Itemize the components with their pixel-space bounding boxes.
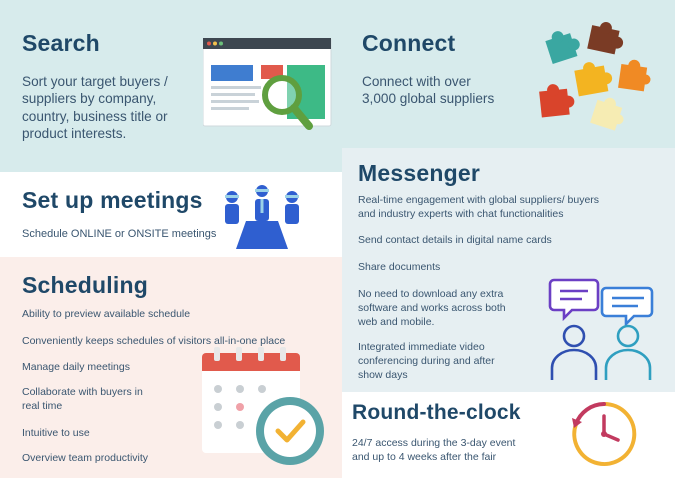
scheduling-item: Intuitive to use (22, 427, 90, 439)
round-clock-title: Round-the-clock (352, 401, 521, 424)
messenger-title: Messenger (358, 160, 480, 186)
connect-panel: Connect Connect with over 3,000 global s… (342, 0, 675, 148)
connect-description: Connect with over 3,000 global suppliers (362, 74, 495, 107)
scheduling-panel: Scheduling Ability to preview available … (0, 257, 342, 478)
chat-users-icon (548, 278, 654, 380)
round-clock-description: 24/7 access during the 3-day event and u… (352, 437, 516, 463)
round-clock-panel: Round-the-clock 24/7 access during the 3… (342, 392, 675, 478)
scheduling-item: Overview team productivity (22, 452, 149, 464)
browser-search-icon (203, 38, 332, 130)
calendar-clock-icon (202, 347, 324, 465)
messenger-panel: Messenger Real-time engagement with glob… (342, 148, 675, 392)
meeting-people-icon (225, 185, 299, 249)
scheduling-title: Scheduling (22, 272, 148, 298)
scheduling-item: Conveniently keeps schedules of visitors… (22, 335, 286, 347)
meetings-description: Schedule ONLINE or ONSITE meetings (22, 228, 217, 240)
connect-title: Connect (362, 30, 456, 56)
puzzle-pieces-icon (539, 21, 651, 131)
messenger-item: Send contact details in digital name car… (358, 234, 552, 246)
search-panel: Search Sort your target buyers / supplie… (0, 0, 342, 172)
messenger-item: Real-time engagement with global supplie… (358, 194, 600, 220)
scheduling-item: Manage daily meetings (22, 361, 130, 373)
meetings-title: Set up meetings (22, 187, 203, 213)
messenger-item: No need to download any extra software a… (358, 288, 506, 328)
scheduling-item: Ability to preview available schedule (22, 308, 191, 320)
messenger-item: Integrated immediate video conferencing … (358, 341, 495, 381)
clock-icon (572, 401, 637, 466)
messenger-item: Share documents (358, 261, 441, 273)
scheduling-item: Collaborate with buyers in real time (22, 386, 143, 412)
meetings-panel: Set up meetings Schedule ONLINE or ONSIT… (0, 172, 342, 257)
search-description: Sort your target buyers / suppliers by c… (22, 74, 168, 142)
search-title: Search (22, 30, 100, 56)
